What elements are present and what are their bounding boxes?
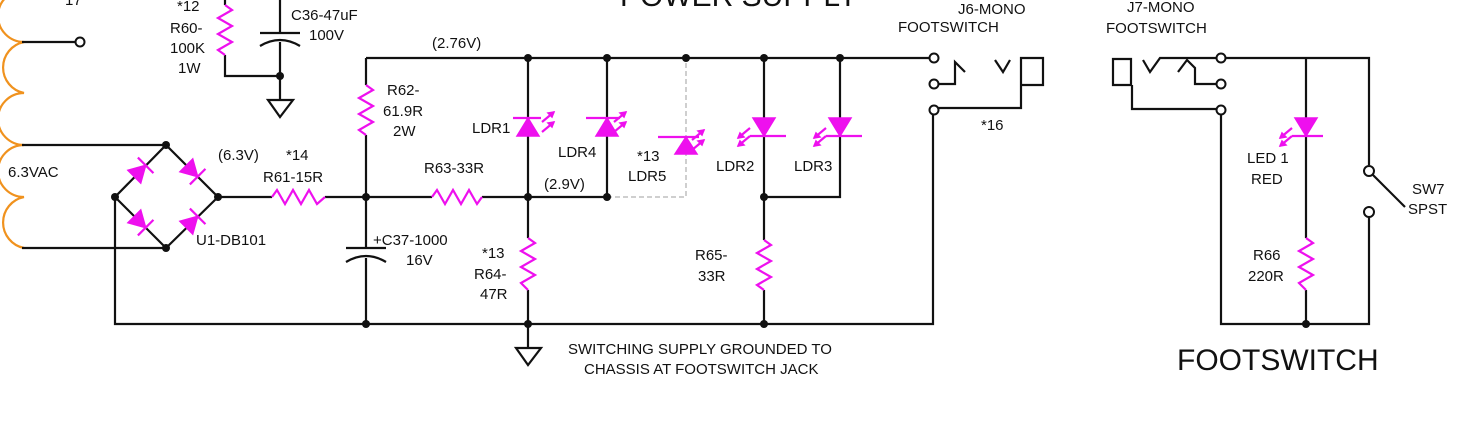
r62-power: 2W [393, 123, 416, 140]
node-voltage-label: (2.9V) [544, 176, 585, 193]
optional-wire [607, 58, 687, 198]
rail-voltage-label: (2.76V) [432, 35, 481, 52]
j6-footswitch-jack [928, 52, 1045, 116]
r60-power: 1W [178, 60, 201, 77]
ldr4-label: LDR4 [558, 144, 596, 161]
led1-red [1278, 117, 1323, 148]
r61-name: R61-15R [263, 169, 323, 186]
j7-type: FOOTSWITCH [1106, 20, 1207, 37]
r65-name: R65- [695, 247, 728, 264]
j6-type: FOOTSWITCH [898, 19, 999, 36]
r64-note: *13 [482, 245, 505, 262]
j7-name: J7-MONO [1127, 0, 1195, 16]
ldr2-label: LDR2 [716, 158, 754, 175]
resistor-r64 [518, 237, 538, 291]
r62-name: R62- [387, 82, 420, 99]
transformer-tap-label: 17 [65, 0, 82, 9]
bridge-voltage-label: (6.3V) [218, 147, 259, 164]
section-title-footswitch: FOOTSWITCH [1177, 344, 1379, 377]
ground-note-line1: SWITCHING SUPPLY GROUNDED TO [568, 341, 832, 358]
c36-name: C36-47uF [291, 7, 358, 24]
sw7-type: SPST [1408, 201, 1447, 218]
ldr1-label: LDR1 [472, 120, 510, 137]
j7-footswitch-jack [1111, 52, 1227, 116]
c37-name: +C37-1000 [373, 232, 448, 249]
ground-icon [513, 346, 544, 367]
c37-voltage: 16V [406, 252, 433, 269]
c36-voltage: 100V [309, 27, 344, 44]
sw7-name: SW7 [1412, 181, 1445, 198]
resistor-r61 [271, 187, 326, 207]
r66-name: R66 [1253, 247, 1281, 264]
transformer-coil [0, 0, 25, 250]
r60-name: R60- [170, 20, 203, 37]
j6-note: *16 [981, 117, 1004, 134]
r63-name: R63-33R [424, 160, 484, 177]
sw7-spst-switch [1363, 165, 1406, 218]
junction-dots [111, 54, 1310, 328]
ldr3-label: LDR3 [794, 158, 832, 175]
ac-input-label: 6.3VAC [8, 164, 59, 181]
r60-value: 100K [170, 40, 205, 57]
ground-note-line2: CHASSIS AT FOOTSWITCH JACK [584, 361, 818, 378]
resistor-r63 [431, 187, 483, 207]
r64-name: R64- [474, 266, 507, 283]
ldr5-label: LDR5 [628, 168, 666, 185]
terminal [74, 36, 86, 48]
ldr5-led [658, 128, 706, 155]
resistor-r60 [215, 4, 235, 56]
ldr2-led [736, 117, 786, 148]
resistor-r62 [356, 84, 376, 136]
led-color: RED [1251, 171, 1283, 188]
ldr1-led [513, 110, 556, 137]
r64-value: 47R [480, 286, 508, 303]
r65-value: 33R [698, 268, 726, 285]
ldr5-note: *13 [637, 148, 660, 165]
r61-note: *14 [286, 147, 309, 164]
resistor-r65 [754, 239, 774, 291]
ground-icon [265, 98, 296, 119]
r62-value: 61.9R [383, 103, 423, 120]
bridge-name-label: U1-DB101 [196, 232, 266, 249]
led-name: LED 1 [1247, 150, 1289, 167]
ldr4-led [586, 110, 628, 137]
r66-value: 220R [1248, 268, 1284, 285]
r60-note: *12 [177, 0, 200, 15]
ldr3-led [812, 117, 862, 148]
j6-name: J6-MONO [958, 1, 1026, 18]
section-title-power-supply: POWER SUPPLY [620, 0, 858, 13]
resistor-r66 [1296, 237, 1316, 291]
